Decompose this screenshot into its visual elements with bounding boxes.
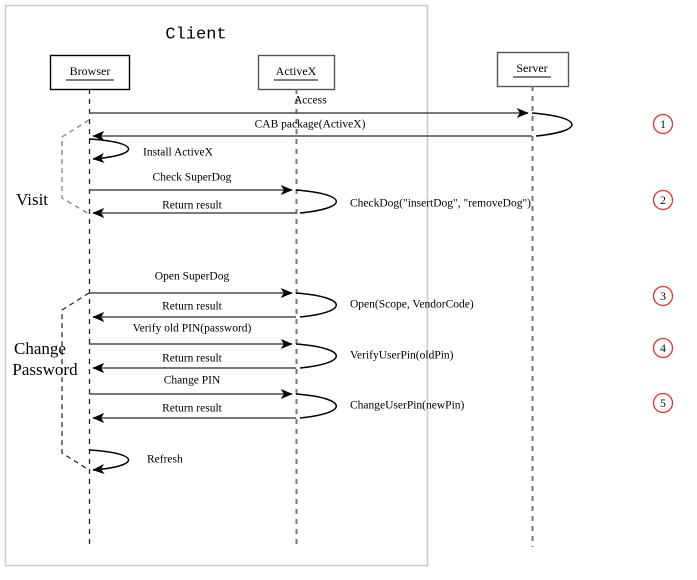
message-return-result-1: Return result (92, 200, 296, 219)
client-boundary-box (4, 4, 429, 567)
phase-label-change-line2: Password (12, 360, 78, 379)
message-change-pin: Change PIN (89, 375, 293, 400)
message-refresh: Refresh (88, 449, 183, 475)
phase-bracket-change-password: Change Password (12, 292, 90, 471)
phase-label-change-line1: Change (14, 339, 66, 358)
message-return-result-2-label: Return result (162, 301, 223, 313)
internal-call-changeuserpin: ChangeUserPin(newPin) (295, 393, 465, 419)
message-return-result-2: Return result (92, 301, 296, 323)
internal-call-open-loop (295, 292, 337, 318)
server-label: Server (516, 61, 547, 75)
step-marker-5: 5 (652, 392, 674, 414)
step-marker-3-circle (652, 285, 674, 307)
message-check-superdog-label: Check SuperDog (153, 172, 232, 184)
phase-label-visit: Visit (16, 190, 48, 209)
server-turnaround-loop (531, 112, 573, 137)
server-box (496, 51, 570, 88)
internal-call-verifyuserpin: VerifyUserPin(oldPin) (295, 343, 454, 369)
internal-call-checkdog-label: CheckDog("insertDog", "removeDog") (350, 198, 531, 210)
internal-call-open-label: Open(Scope, VendorCode) (350, 299, 474, 311)
internal-call-changeuserpin-loop (295, 393, 337, 419)
step-marker-3: 3 (652, 285, 674, 307)
message-access-label: Access (294, 95, 327, 107)
internal-call-verifyuserpin-label: VerifyUserPin(oldPin) (350, 350, 454, 362)
step-marker-1-label: 1 (660, 117, 666, 131)
message-verify-old-pin: Verify old PIN(password) (89, 323, 293, 350)
step-marker-4: 4 (652, 337, 674, 359)
step-marker-5-circle (652, 392, 674, 414)
visit-bracket-path (61, 119, 90, 215)
step-marker-2: 2 (652, 189, 674, 211)
step-marker-4-circle (652, 337, 674, 359)
change-password-bracket-path (61, 292, 90, 471)
step-marker-5-label: 5 (660, 396, 666, 410)
message-cab-package: CAB package(ActiveX) (92, 119, 532, 142)
step-marker-1-circle (652, 113, 674, 135)
message-open-superdog: Open SuperDog (89, 271, 293, 299)
step-marker-4-label: 4 (660, 341, 666, 355)
message-return-result-3-label: Return result (162, 353, 223, 365)
message-open-superdog-label: Open SuperDog (155, 271, 230, 283)
phase-bracket-visit: Visit (16, 119, 90, 215)
message-install-activex-label: Install ActiveX (143, 147, 214, 159)
message-check-superdog: Check SuperDog (89, 172, 293, 196)
message-change-pin-label: Change PIN (164, 375, 221, 387)
message-verify-old-pin-label: Verify old PIN(password) (133, 323, 252, 335)
client-title: Client (165, 25, 226, 44)
step-marker-2-circle (652, 189, 674, 211)
step-marker-3-label: 3 (660, 289, 666, 303)
internal-call-changeuserpin-label: ChangeUserPin(newPin) (350, 400, 465, 412)
internal-call-checkdog-loop (295, 189, 337, 214)
message-return-result-1-label: Return result (162, 200, 223, 212)
activex-label: ActiveX (276, 64, 317, 78)
message-return-result-4: Return result (92, 403, 296, 424)
browser-label: Browser (70, 64, 111, 78)
lifeline-browser: Browser (49, 54, 131, 547)
internal-call-verifyuserpin-loop (295, 343, 337, 369)
step-marker-1: 1 (652, 113, 674, 135)
internal-call-open: Open(Scope, VendorCode) (295, 292, 474, 318)
message-refresh-label: Refresh (147, 454, 183, 466)
message-cab-package-label: CAB package(ActiveX) (255, 119, 366, 131)
message-install-activex-loop (88, 138, 130, 164)
internal-call-checkdog: CheckDog("insertDog", "removeDog") (295, 189, 531, 214)
message-install-activex: Install ActiveX (88, 138, 214, 164)
message-access: Access (89, 95, 529, 119)
step-marker-2-label: 2 (660, 193, 666, 207)
message-return-result-3: Return result (92, 353, 296, 374)
lifeline-server: Server (496, 51, 570, 547)
message-return-result-4-label: Return result (162, 403, 223, 415)
lifeline-activex: ActiveX (257, 54, 336, 547)
message-refresh-loop (88, 449, 130, 475)
